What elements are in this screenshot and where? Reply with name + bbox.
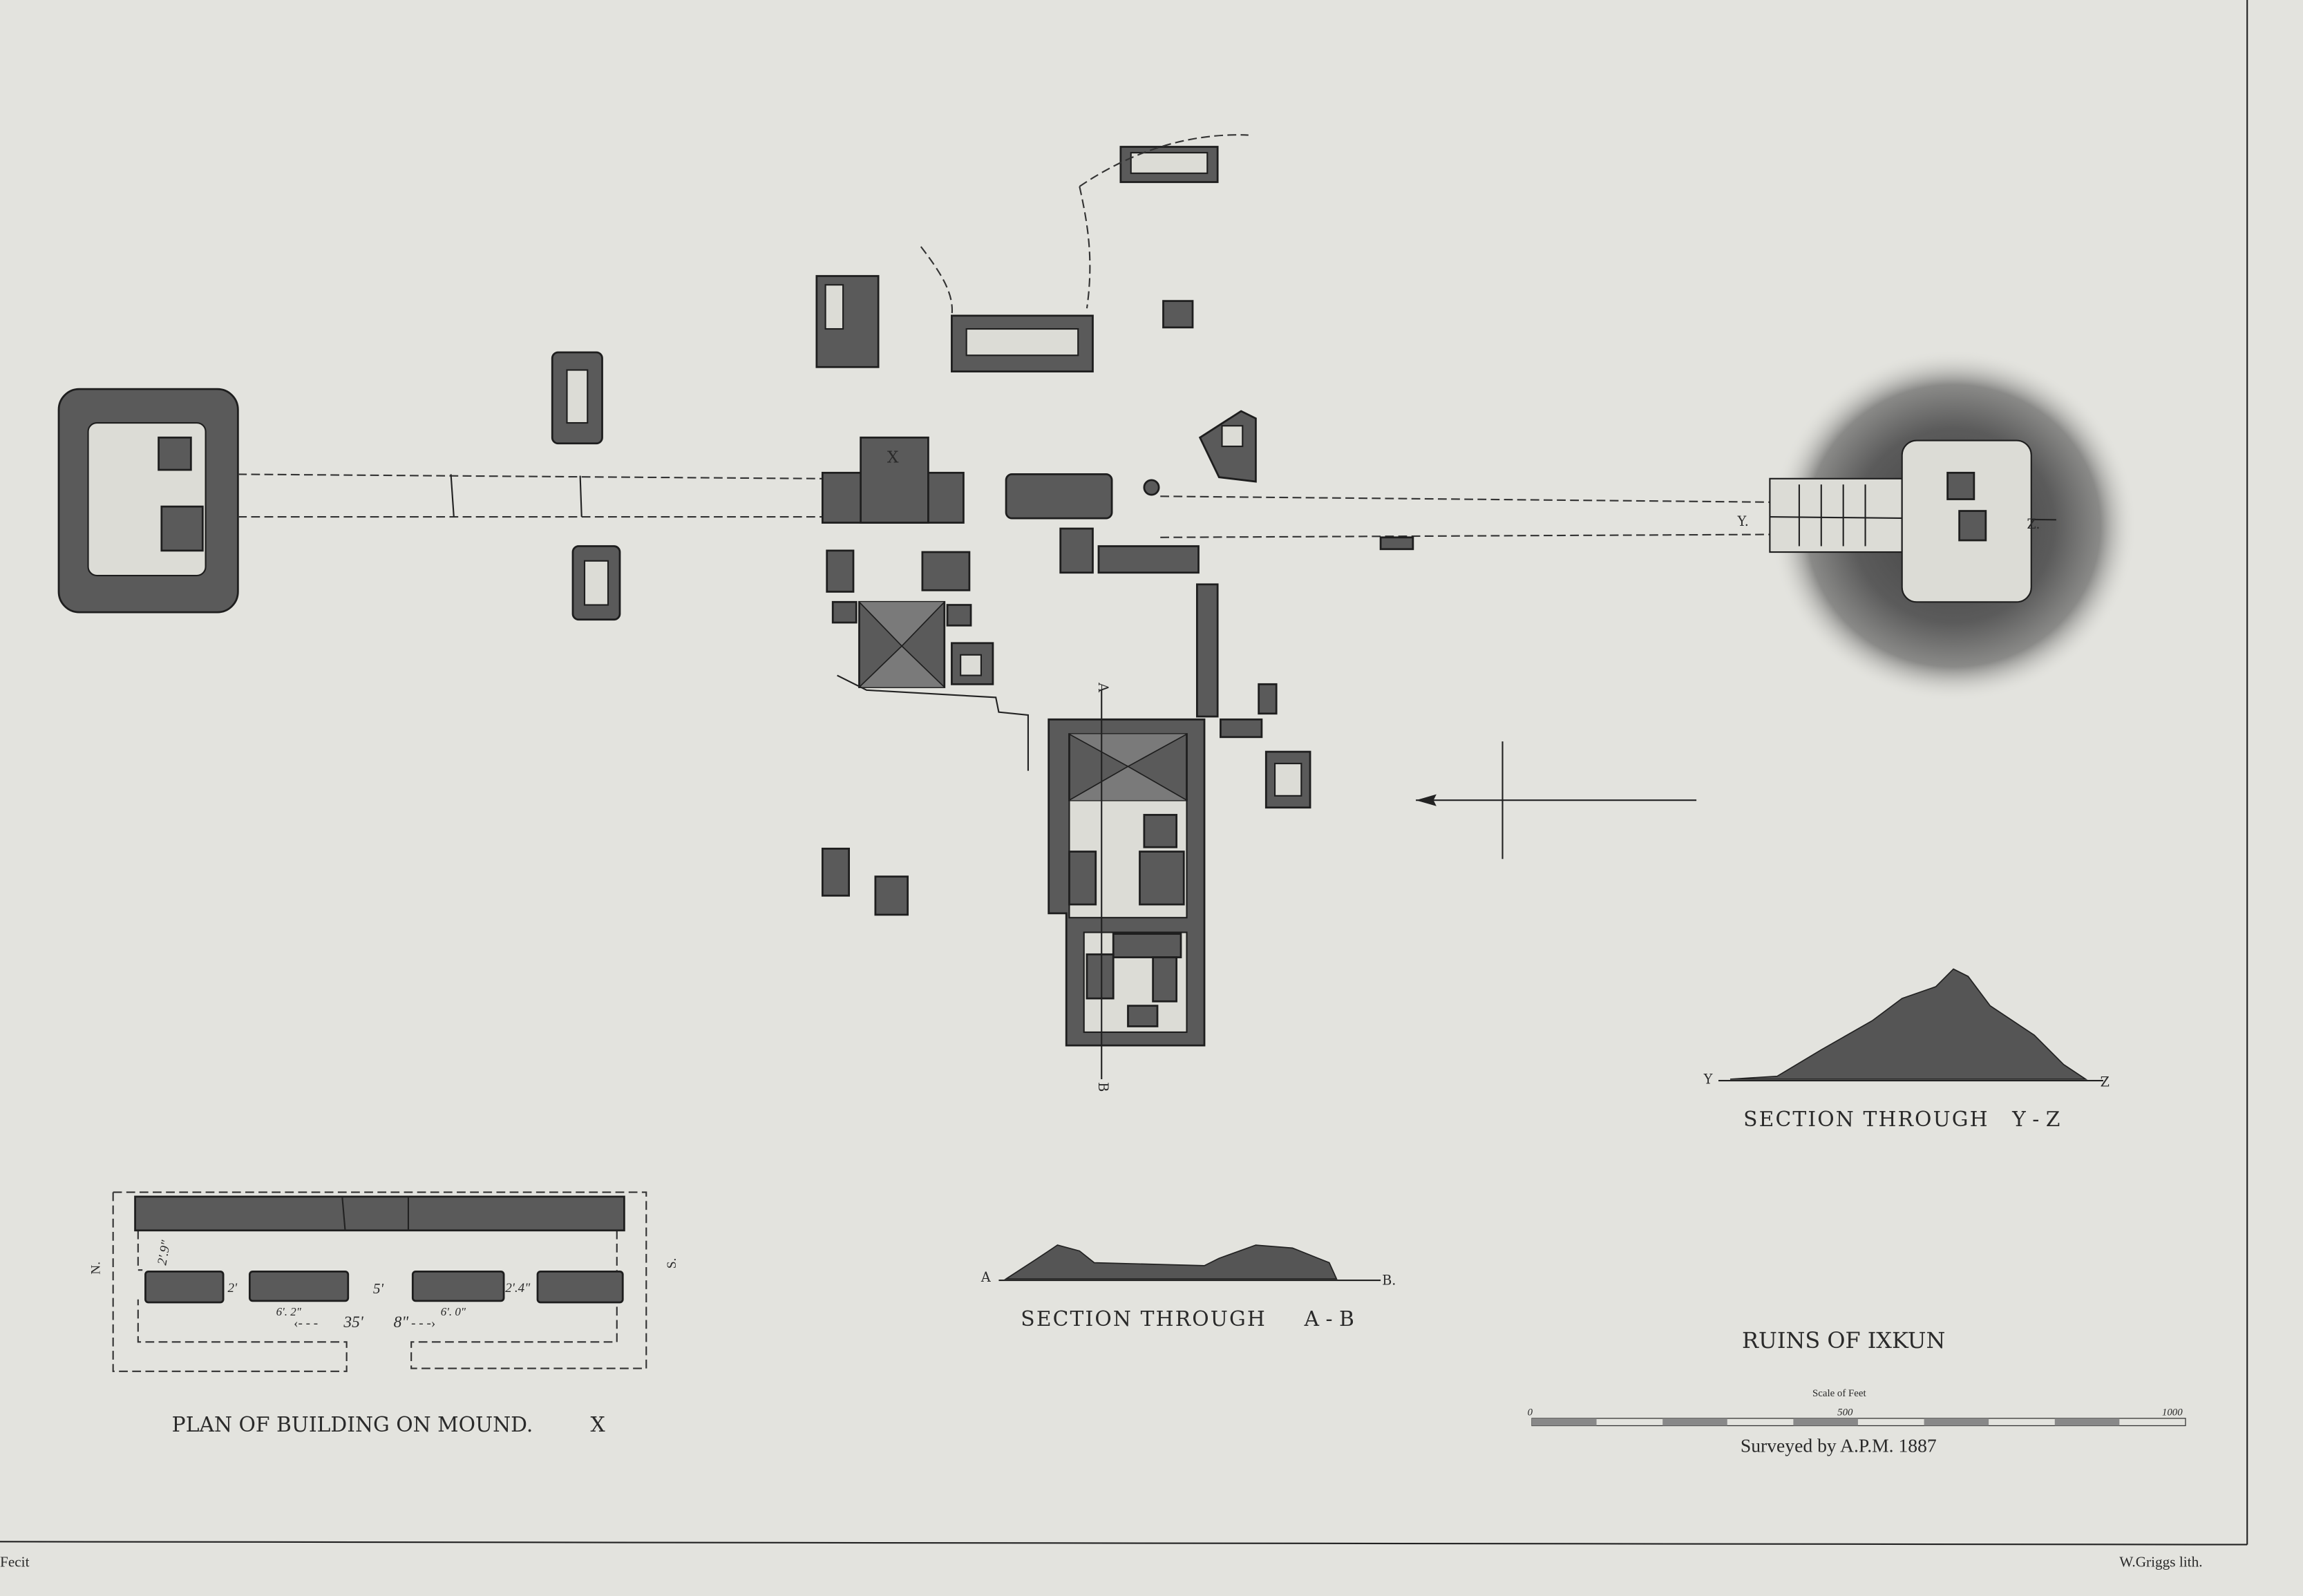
svg-text:Z.: Z. xyxy=(2027,516,2040,532)
plan-building-x: 2'.9" 2' 6'. 2" 5' 6'. 0" 2'.4" ‹- - - 3… xyxy=(89,1191,679,1437)
west-enclosure xyxy=(57,388,239,614)
svg-text:5': 5' xyxy=(373,1280,384,1297)
section-ab: A B. SECTION THROUGH A - B xyxy=(980,1244,1396,1331)
scale-bar xyxy=(1531,1418,2186,1427)
svg-text:SECTION THROUGH: SECTION THROUGH xyxy=(1743,1108,1989,1132)
svg-text:Scale of Feet: Scale of Feet xyxy=(1812,1388,1866,1399)
south-complex xyxy=(1048,718,1206,1047)
svg-text:B: B xyxy=(1095,1082,1111,1092)
svg-text:A: A xyxy=(1095,682,1111,692)
svg-text:35': 35' xyxy=(343,1313,363,1331)
section-line-ab: A B xyxy=(1095,682,1111,1092)
mounds-west xyxy=(551,351,621,621)
north-arrow-icon xyxy=(1416,741,1697,859)
svg-text:PLAN OF BUILDING ON MOUND.: PLAN OF BUILDING ON MOUND. xyxy=(172,1413,533,1437)
mound-x xyxy=(860,436,929,524)
svg-text:N.: N. xyxy=(89,1262,104,1275)
svg-text:‹- - -: ‹- - - xyxy=(294,1316,318,1331)
svg-text:8": 8" xyxy=(394,1313,409,1331)
svg-text:Y: Y xyxy=(1703,1071,1713,1087)
svg-text:6'. 2": 6'. 2" xyxy=(276,1305,302,1318)
svg-text:Y.: Y. xyxy=(1737,513,1749,529)
svg-text:Surveyed by A.P.M. 1887: Surveyed by A.P.M. 1887 xyxy=(1741,1435,1937,1456)
svg-text:B.: B. xyxy=(1382,1272,1396,1288)
sheet-border xyxy=(0,0,2248,1546)
map-title-block: RUINS OF IXKUN Scale of Feet 0 500 1000 … xyxy=(1528,1327,2186,1456)
north-structures xyxy=(815,134,1249,373)
footer-left: Fecit xyxy=(0,1554,30,1570)
svg-text:Y - Z: Y - Z xyxy=(2011,1108,2060,1132)
svg-text:500: 500 xyxy=(1837,1407,1853,1418)
svg-text:0: 0 xyxy=(1528,1407,1533,1418)
footer-right: W.Griggs lith. xyxy=(2119,1554,2202,1570)
west-causeway xyxy=(238,473,823,518)
svg-text:SECTION THROUGH: SECTION THROUGH xyxy=(1021,1307,1267,1331)
svg-text:X: X xyxy=(591,1413,606,1437)
svg-text:- - -›: - - -› xyxy=(411,1316,435,1331)
svg-text:1000: 1000 xyxy=(2162,1407,2183,1418)
central-group: X xyxy=(821,410,1311,916)
section-yz: Y Z SECTION THROUGH Y - Z xyxy=(1703,968,2110,1132)
map-title: RUINS OF IXKUN xyxy=(1742,1327,1945,1353)
east-causeway xyxy=(1160,495,1770,551)
mound-x-label: X xyxy=(887,447,899,466)
svg-text:2'.4": 2'.4" xyxy=(505,1281,531,1295)
great-mound-east: Y. Z. xyxy=(1737,349,2137,702)
svg-text:A - B: A - B xyxy=(1304,1307,1354,1331)
svg-text:A: A xyxy=(980,1269,991,1285)
svg-text:6'. 0": 6'. 0" xyxy=(441,1305,466,1318)
svg-text:S.: S. xyxy=(665,1258,679,1269)
svg-text:Z: Z xyxy=(2101,1074,2110,1090)
svg-text:2': 2' xyxy=(227,1281,238,1295)
svg-text:2'.9": 2'.9" xyxy=(155,1239,173,1266)
